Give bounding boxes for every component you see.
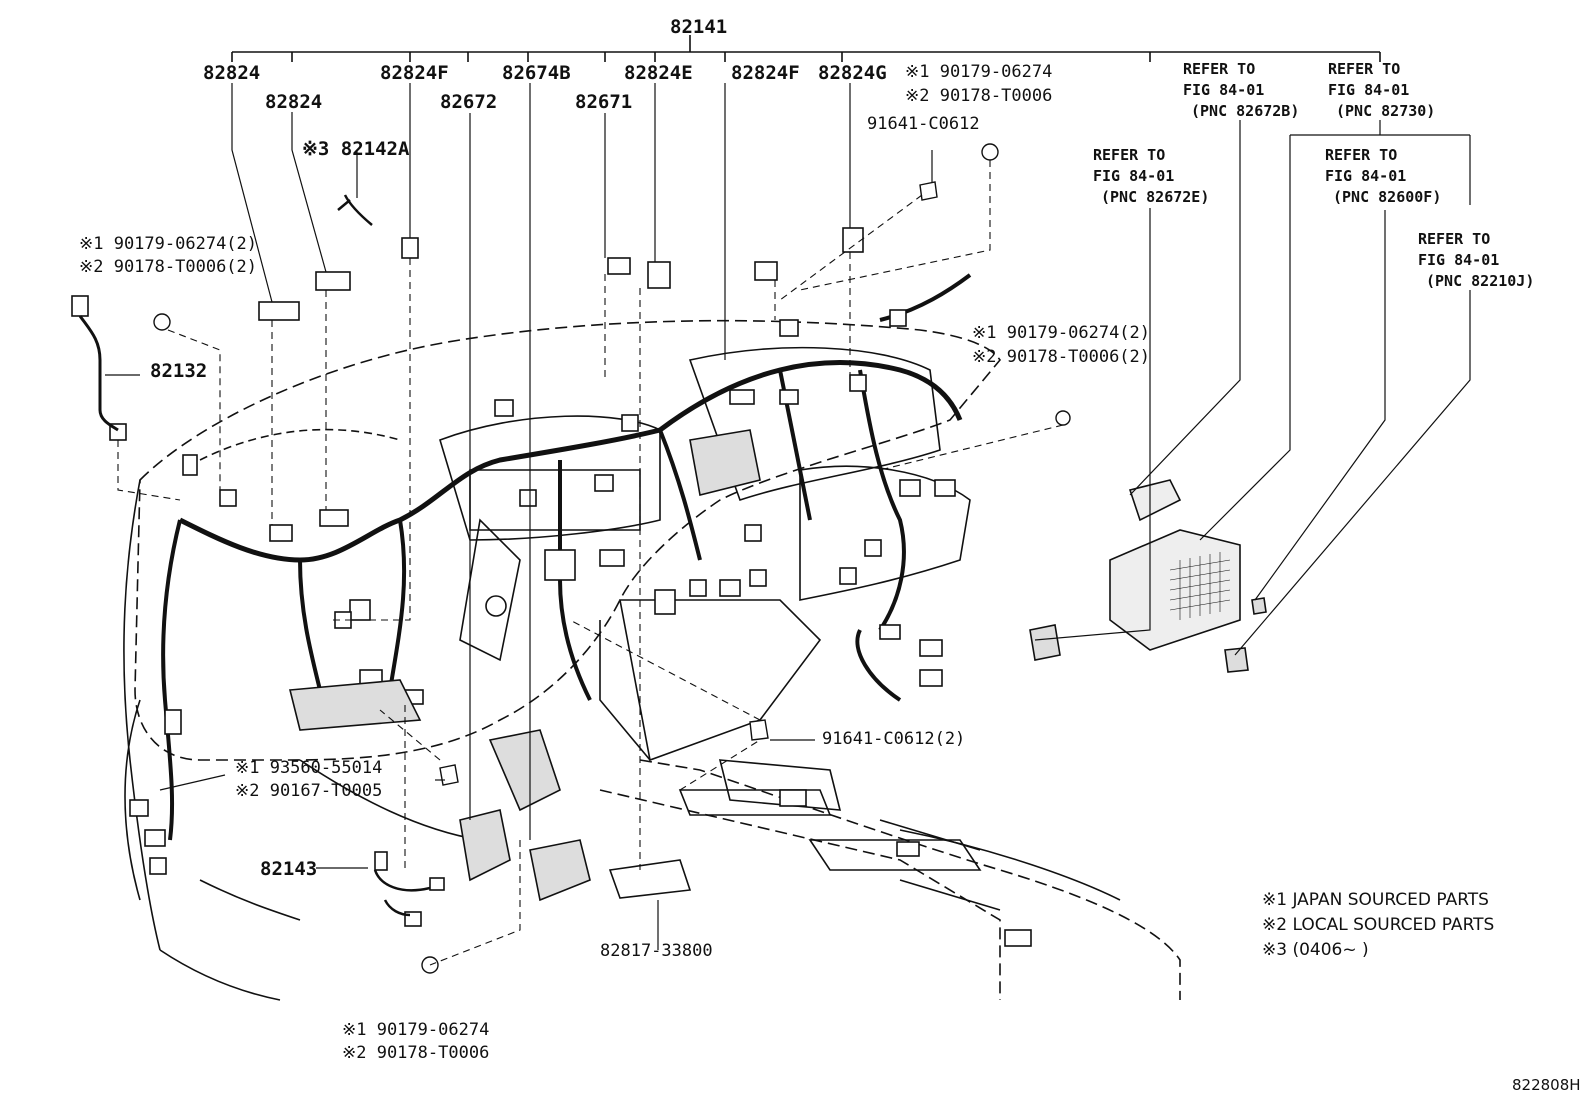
top-right-part-1: ※1 90179-06274 (905, 62, 1053, 82)
left-part-2: ※2 90178-T0006(2) (79, 257, 258, 277)
callout-82141: 82141 (670, 16, 728, 38)
bolt-part-1: ※1 93560-55014 (235, 758, 383, 778)
bottom-part-2: ※2 90178-T0006 (342, 1043, 490, 1063)
center-stack (619, 599, 822, 762)
callout-91641-mid: 91641-C0612(2) (822, 729, 966, 749)
callout-82824f-b: 82824F (731, 62, 800, 84)
callout-82824g: 82824G (818, 62, 887, 84)
callout-82817: 82817-33800 (600, 941, 713, 961)
note-local-sourced: ※2 LOCAL SOURCED PARTS (1262, 915, 1495, 935)
dashboard-outline (134, 319, 1001, 761)
callout-82142a: ※3 82142A (302, 138, 410, 160)
callout-82143: 82143 (260, 858, 318, 880)
reference-82672e: REFER TO FIG 84-01 (PNC 82672E) (1093, 146, 1210, 206)
center-console (639, 759, 1181, 1000)
callout-82674b: 82674B (502, 62, 571, 84)
mid-right-part-1: ※1 90179-06274(2) (972, 323, 1151, 343)
note-date-range: ※3 (0406~ ) (1262, 940, 1369, 960)
callout-82671: 82671 (575, 91, 633, 113)
note-japan-sourced: ※1 JAPAN SOURCED PARTS (1262, 890, 1489, 910)
relay-block (288, 679, 422, 731)
main-harness (178, 360, 963, 563)
callout-91641-top: 91641-C0612 (867, 114, 980, 134)
callout-82824-a: 82824 (203, 62, 261, 84)
callout-82132: 82132 (150, 360, 208, 382)
callout-82824e: 82824E (624, 62, 693, 84)
reference-82600f: REFER TO FIG 84-01 (PNC 82600F) (1325, 146, 1442, 206)
cluster-hood (439, 415, 661, 541)
callout-82824-b: 82824 (265, 91, 323, 113)
mid-right-part-2: ※2 90178-T0006(2) (972, 347, 1151, 367)
callout-82672: 82672 (440, 91, 498, 113)
reference-82210j: REFER TO FIG 84-01 (PNC 82210J) (1418, 230, 1535, 290)
junction-block (1109, 529, 1241, 651)
reference-82730: REFER TO FIG 84-01 (PNC 82730) (1328, 60, 1436, 120)
bolt-part-2: ※2 90167-T0005 (235, 781, 383, 801)
left-part-1: ※1 90179-06274(2) (79, 234, 258, 254)
reference-82672b: REFER TO FIG 84-01 (PNC 82672B) (1183, 60, 1300, 120)
bottom-part-1: ※1 90179-06274 (342, 1020, 490, 1040)
callout-82824f-a: 82824F (380, 62, 449, 84)
top-right-part-2: ※2 90178-T0006 (905, 86, 1053, 106)
figure-id: 822808H (1512, 1076, 1581, 1094)
